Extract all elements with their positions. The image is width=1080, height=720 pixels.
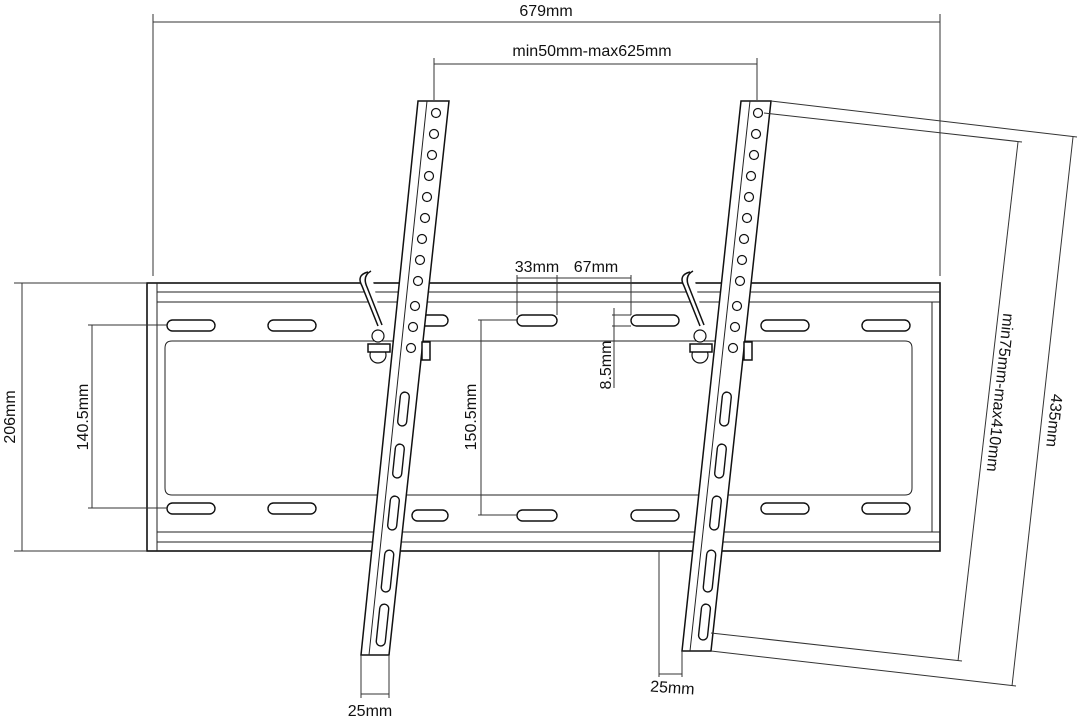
inner-slot-span-dimension: 140.5mm xyxy=(75,324,167,509)
left-arm-holes xyxy=(405,107,442,354)
slots-top-row xyxy=(166,314,911,332)
inner-slot-span-label: 140.5mm xyxy=(75,384,92,451)
plate-height-label: 206mm xyxy=(2,390,19,443)
right-mounting-arm xyxy=(681,100,772,652)
mount-spacing-label: min50mm-max625mm xyxy=(512,43,671,60)
slot-gap-label: 67mm xyxy=(574,259,618,276)
left-arm-width-label: 25mm xyxy=(348,703,392,720)
center-slot-span-label: 150.5mm xyxy=(463,384,480,451)
slots-bottom-row xyxy=(166,502,911,522)
slot-height-dimension: 8.5mm xyxy=(598,308,631,389)
center-slot-span-dimension: 150.5mm xyxy=(463,319,517,516)
left-mounting-arm xyxy=(359,100,450,656)
arm-vertical-range-label: min75mm-max410mm xyxy=(983,312,1017,472)
right-arm-width-label: 25mm xyxy=(650,678,696,698)
slot-width-label: 33mm xyxy=(515,259,559,276)
right-arm-holes xyxy=(727,107,764,354)
left-arm-width-dimension: 25mm xyxy=(348,655,392,720)
plate-height-dimension: 206mm xyxy=(2,282,147,552)
overall-width-dimension: 679mm xyxy=(152,3,941,276)
arm-length-label: 435mm xyxy=(1042,393,1064,448)
slot-width-gap-dimension: 33mm 67mm xyxy=(515,259,632,315)
slot-height-label: 8.5mm xyxy=(598,341,615,390)
arm-length-dimension: 435mm xyxy=(710,100,1078,687)
right-arm-width-dimension: 25mm xyxy=(650,551,696,699)
mount-spacing-dimension: min50mm-max625mm xyxy=(433,43,758,100)
overall-width-label: 679mm xyxy=(519,3,572,20)
wall-plate xyxy=(146,282,941,552)
